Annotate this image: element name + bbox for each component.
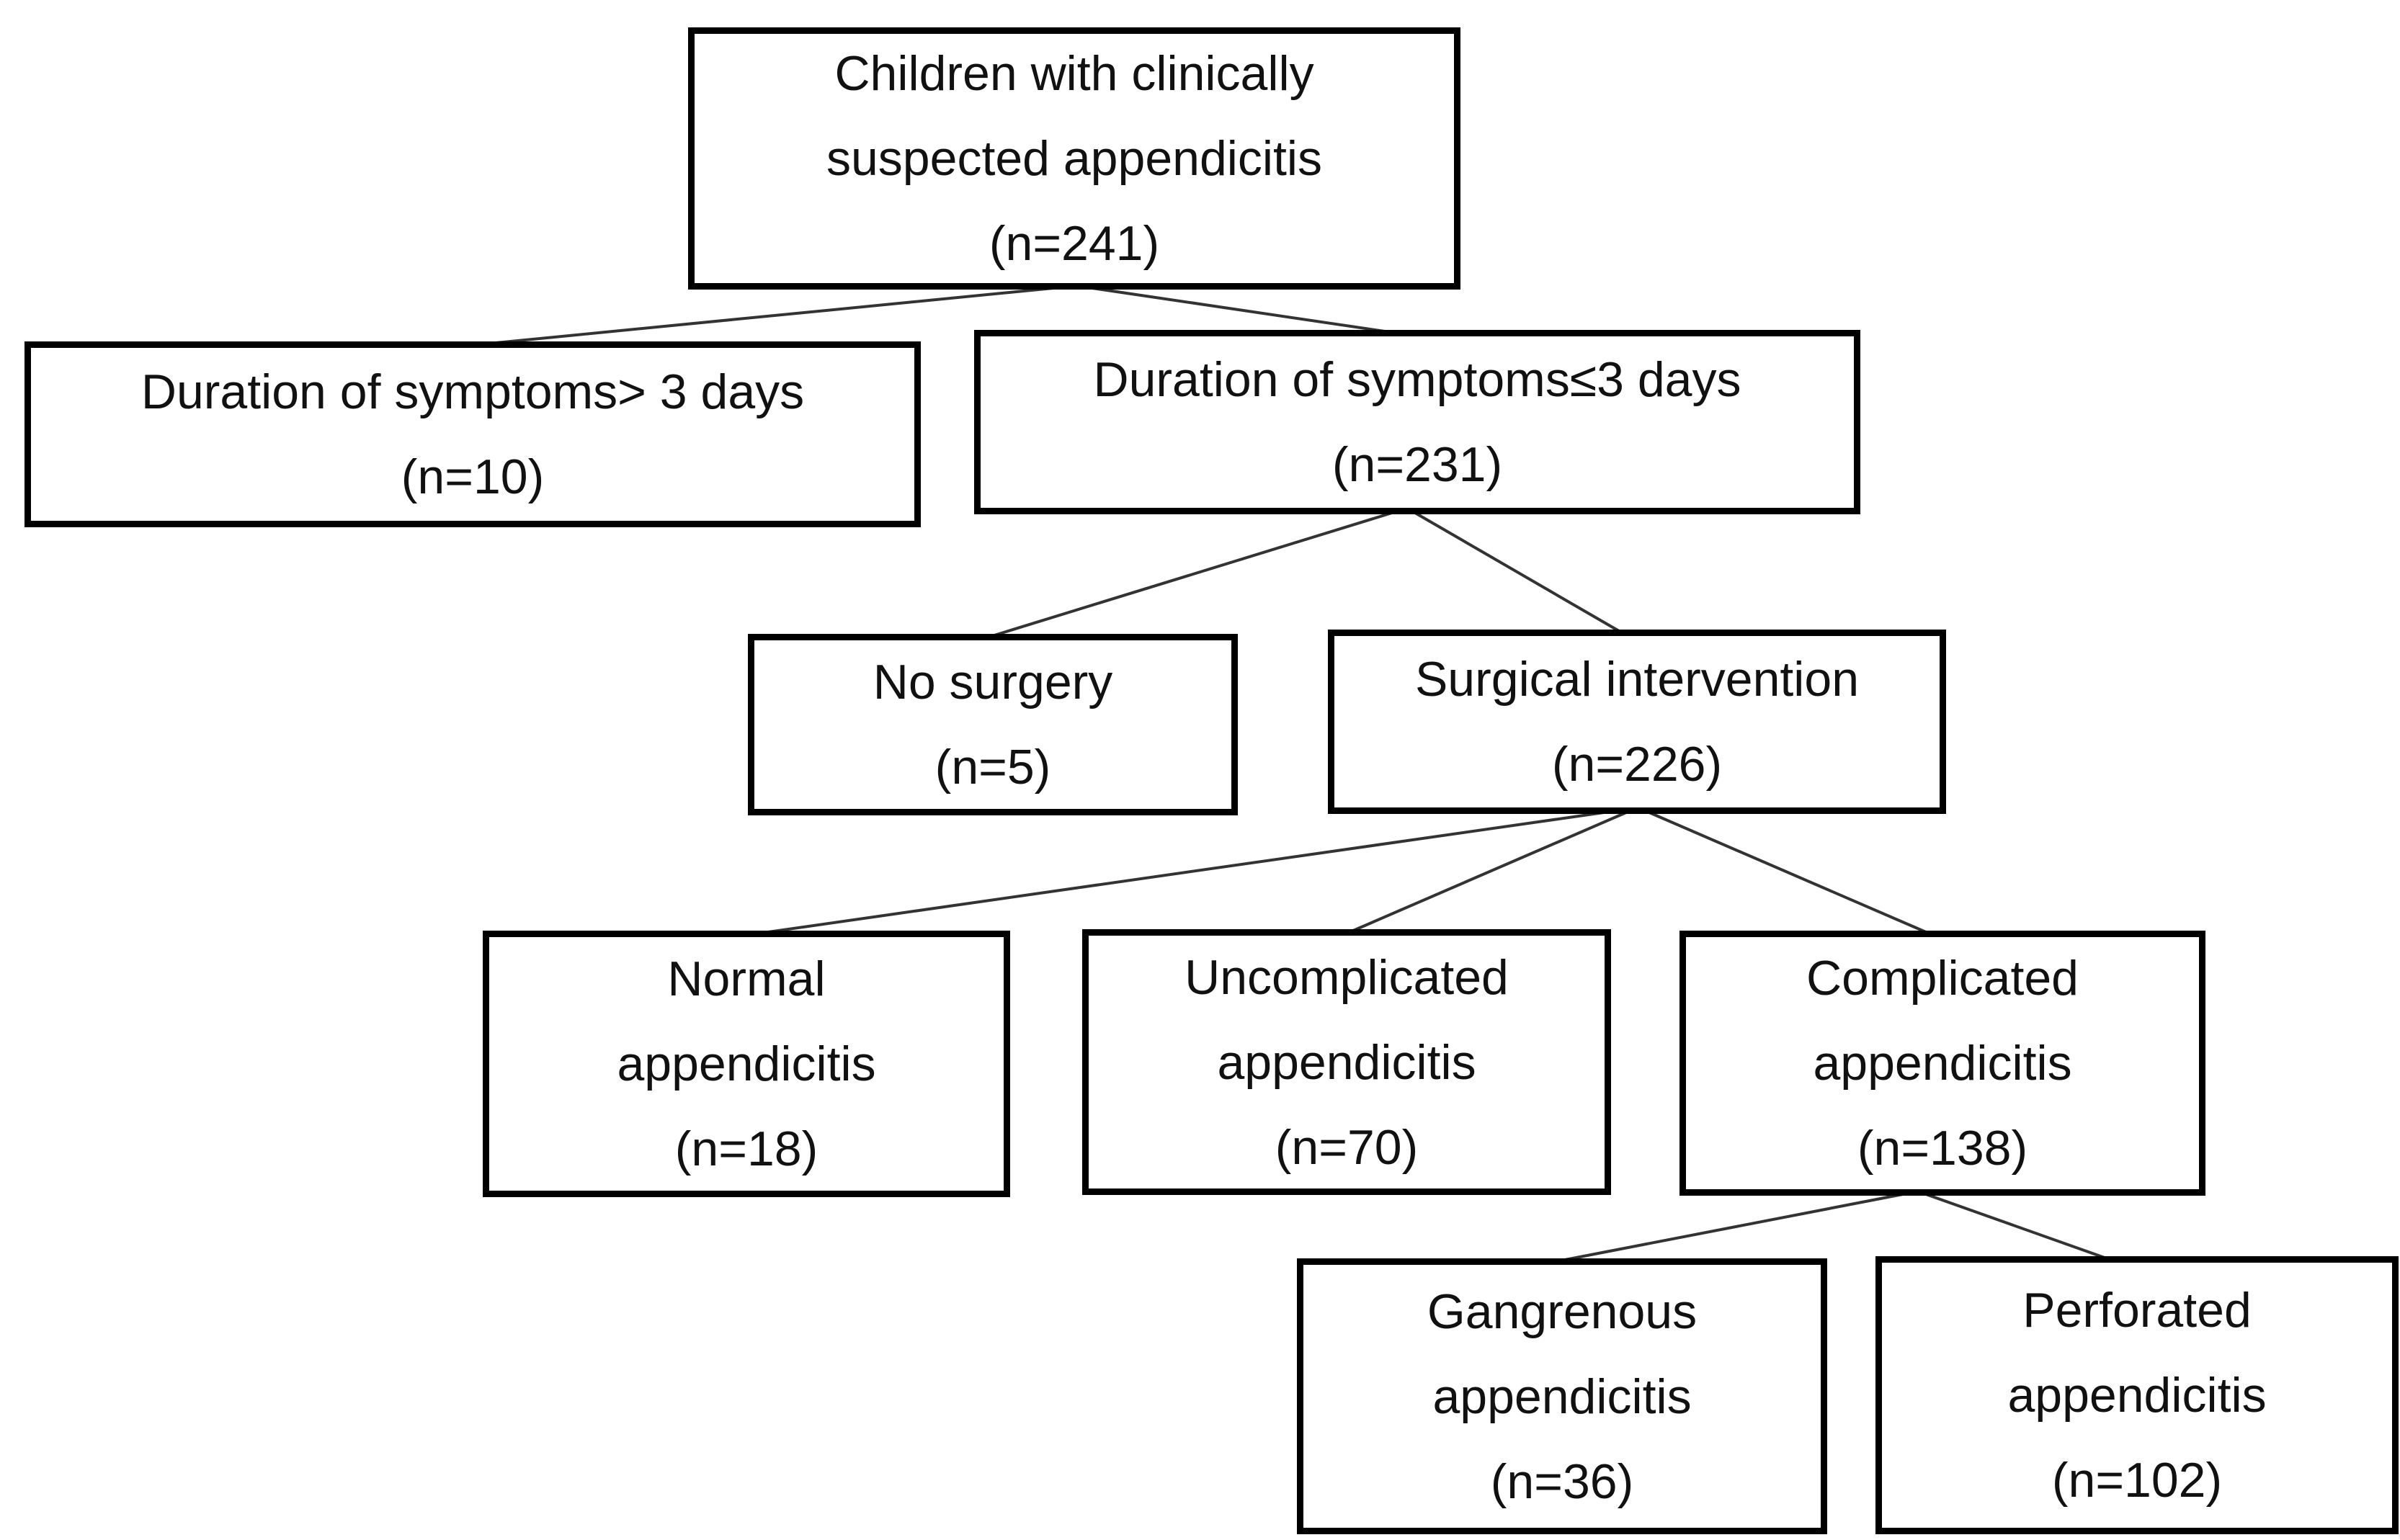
node-label: Perforated — [2022, 1283, 2252, 1338]
node-label: appendicitis — [617, 1037, 876, 1091]
edge-symptoms-le3-to-surgical-intervention — [1414, 511, 1620, 632]
node-surgical-intervention: Surgical intervention (n=226) — [1328, 630, 1946, 814]
node-label: No surgery — [873, 655, 1113, 709]
edge-symptoms-le3-to-no-surgery — [994, 511, 1393, 637]
node-normal-appendicitis: Normal appendicitis (n=18) — [483, 931, 1010, 1197]
node-count: (n=70) — [1275, 1119, 1419, 1175]
node-symptoms-le3: Duration of symptoms≤3 days (n=231) — [974, 330, 1860, 514]
edge-surgical-to-complicated — [1649, 811, 1927, 934]
edge-root-to-symptoms-gt3 — [495, 287, 1054, 344]
node-label: Duration of symptoms≤3 days — [1093, 352, 1741, 407]
node-label: appendicitis — [1432, 1369, 1692, 1424]
node-count: (n=36) — [1490, 1454, 1634, 1509]
node-symptoms-gt3: Duration of symptoms> 3 days (n=10) — [24, 341, 921, 527]
node-label: appendicitis — [1217, 1034, 1476, 1090]
node-count: (n=18) — [674, 1122, 818, 1176]
node-label: suspected appendicitis — [826, 131, 1322, 186]
edge-surgical-to-uncomplicated — [1352, 811, 1627, 932]
node-perforated-appendicitis: Perforated appendicitis (n=102) — [1875, 1256, 2399, 1534]
node-count: (n=226) — [1551, 737, 1723, 792]
node-root: Children with clinically suspected appen… — [688, 27, 1460, 290]
node-uncomplicated-appendicitis: Uncomplicated appendicitis (n=70) — [1082, 929, 1611, 1195]
node-count: (n=102) — [2051, 1453, 2223, 1508]
node-label: Complicated — [1806, 951, 2079, 1006]
node-count: (n=138) — [1857, 1121, 2028, 1176]
node-count: (n=241) — [989, 216, 1160, 271]
edge-surgical-to-normal — [767, 811, 1605, 934]
node-label: Surgical intervention — [1414, 652, 1860, 707]
node-label: Duration of symptoms> 3 days — [140, 364, 805, 419]
node-count: (n=231) — [1331, 437, 1503, 492]
node-label: Gangrenous — [1427, 1284, 1698, 1339]
node-label: Children with clinically — [834, 46, 1314, 101]
edge-complicated-to-perforated — [1925, 1193, 2105, 1259]
edge-complicated-to-gangrenous — [1564, 1193, 1904, 1261]
node-gangrenous-appendicitis: Gangrenous appendicitis (n=36) — [1297, 1258, 1827, 1534]
node-count: (n=10) — [401, 449, 545, 504]
node-count: (n=5) — [934, 740, 1051, 794]
node-label: Normal — [667, 952, 826, 1006]
node-label: appendicitis — [2007, 1368, 2267, 1423]
edge-root-to-symptoms-le3 — [1092, 287, 1386, 333]
node-label: Uncomplicated — [1185, 949, 1509, 1005]
node-no-surgery: No surgery (n=5) — [748, 634, 1238, 815]
node-label: appendicitis — [1813, 1036, 2072, 1091]
node-complicated-appendicitis: Complicated appendicitis (n=138) — [1679, 931, 2205, 1196]
